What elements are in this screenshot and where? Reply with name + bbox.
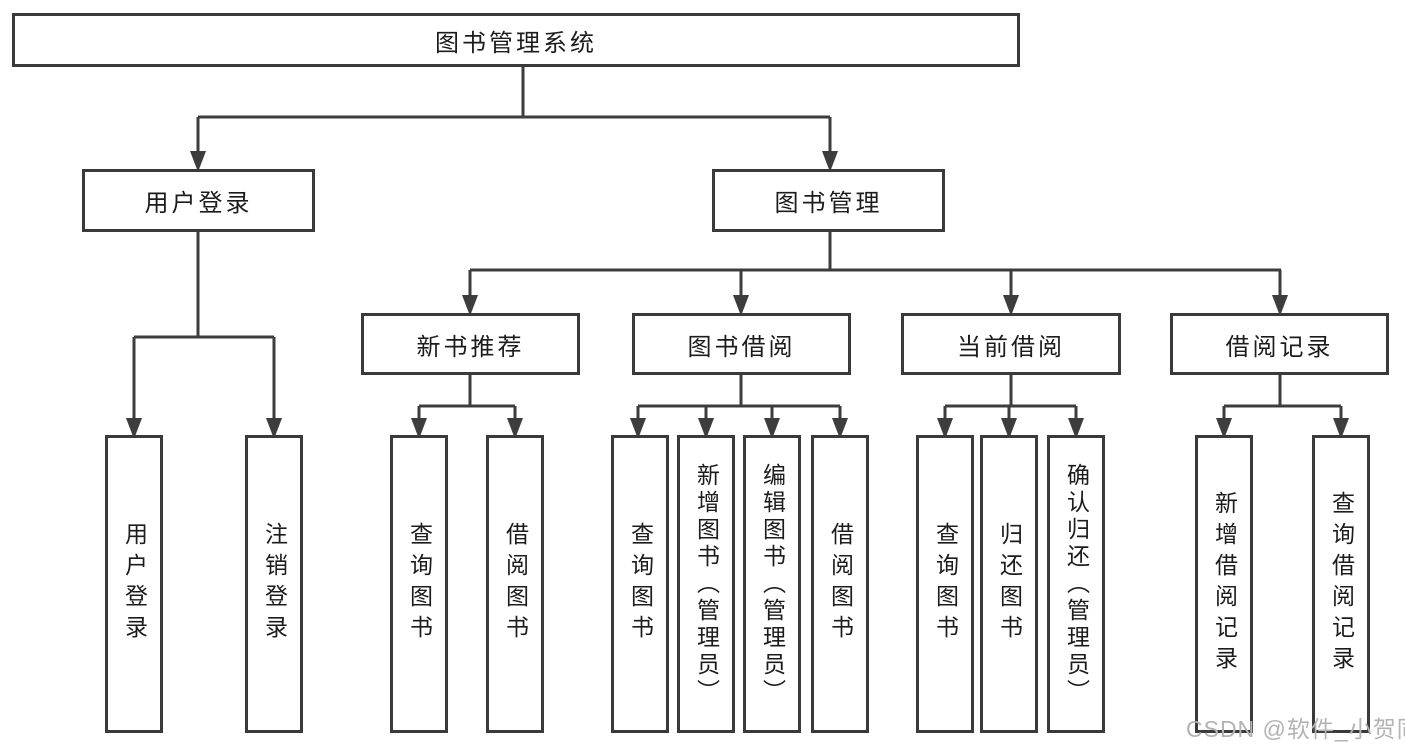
leaf-search-books-borrowing: 查询图书 — [611, 435, 669, 733]
node-label: 图书借阅 — [687, 333, 796, 361]
node-label: 新书推荐 — [416, 333, 525, 361]
node-user-login-branch: 用户登录 — [82, 169, 315, 232]
csdn-watermark: CSDN @软件_小贺同学 — [1186, 716, 1405, 742]
node-label: 当前借阅 — [957, 333, 1065, 361]
leaf-return-books: 归还图书 — [980, 435, 1038, 733]
leaf-borrow-books-recommend: 借阅图书 — [486, 435, 544, 733]
node-label: 借阅记录 — [1225, 333, 1334, 361]
node-book-management-branch: 图书管理 — [712, 169, 945, 232]
leaf-add-borrow-record: 新增借阅记录 — [1195, 435, 1253, 733]
leaf-borrow-books: 借阅图书 — [811, 435, 869, 733]
leaf-add-books-admin: 新增图书（管理员） — [677, 435, 735, 733]
node-label: 用户登录 — [144, 190, 253, 217]
leaf-confirm-return-admin: 确认归还（管理员） — [1047, 435, 1105, 733]
leaf-user-login: 用户登录 — [105, 435, 163, 733]
leaf-logout: 注销登录 — [245, 435, 303, 733]
leaf-edit-books-admin: 编辑图书（管理员） — [743, 435, 801, 733]
leaf-search-borrow-record: 查询借阅记录 — [1312, 435, 1370, 733]
node-label: 图书管理 — [774, 190, 883, 217]
leaf-search-books-recommend: 查询图书 — [390, 435, 448, 733]
node-current-borrowing: 当前借阅 — [901, 313, 1121, 375]
node-new-book-recommend: 新书推荐 — [361, 313, 580, 375]
node-borrowing-records: 借阅记录 — [1170, 313, 1389, 375]
node-label: 图书管理系统 — [435, 29, 597, 57]
node-book-borrowing: 图书借阅 — [632, 313, 851, 375]
node-library-management-system: 图书管理系统 — [12, 13, 1020, 67]
leaf-search-books-current: 查询图书 — [916, 435, 974, 733]
